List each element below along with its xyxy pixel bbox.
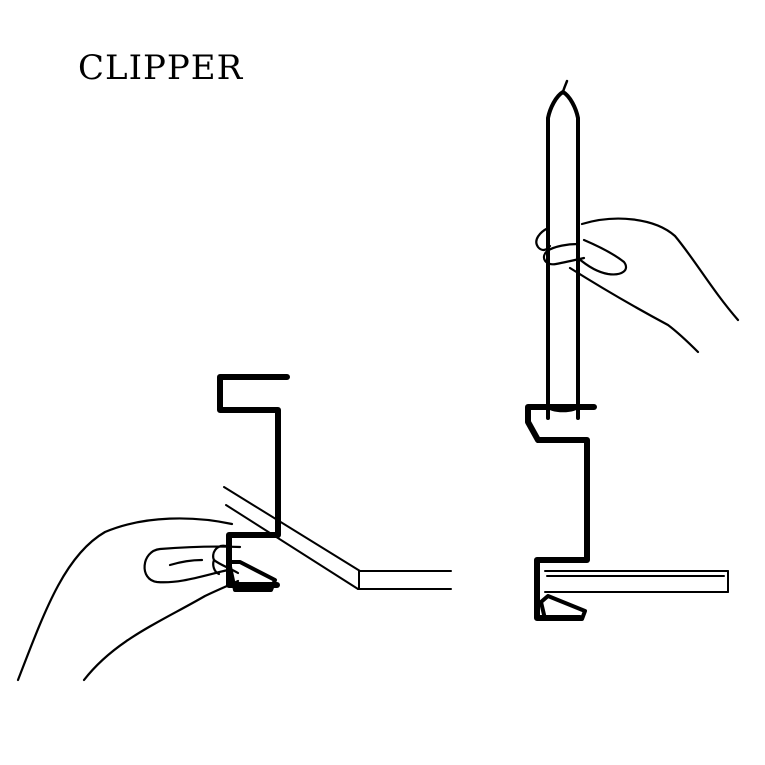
right-clip	[525, 404, 597, 621]
left-scene	[16, 374, 452, 682]
left-hand	[16, 517, 242, 682]
left-clip	[217, 374, 290, 592]
right-shelf	[544, 570, 729, 593]
right-hand	[535, 217, 740, 354]
right-scene	[525, 79, 740, 621]
diagram-title: CLIPPER	[78, 48, 244, 88]
left-shelf	[223, 486, 452, 590]
candle	[546, 79, 580, 420]
